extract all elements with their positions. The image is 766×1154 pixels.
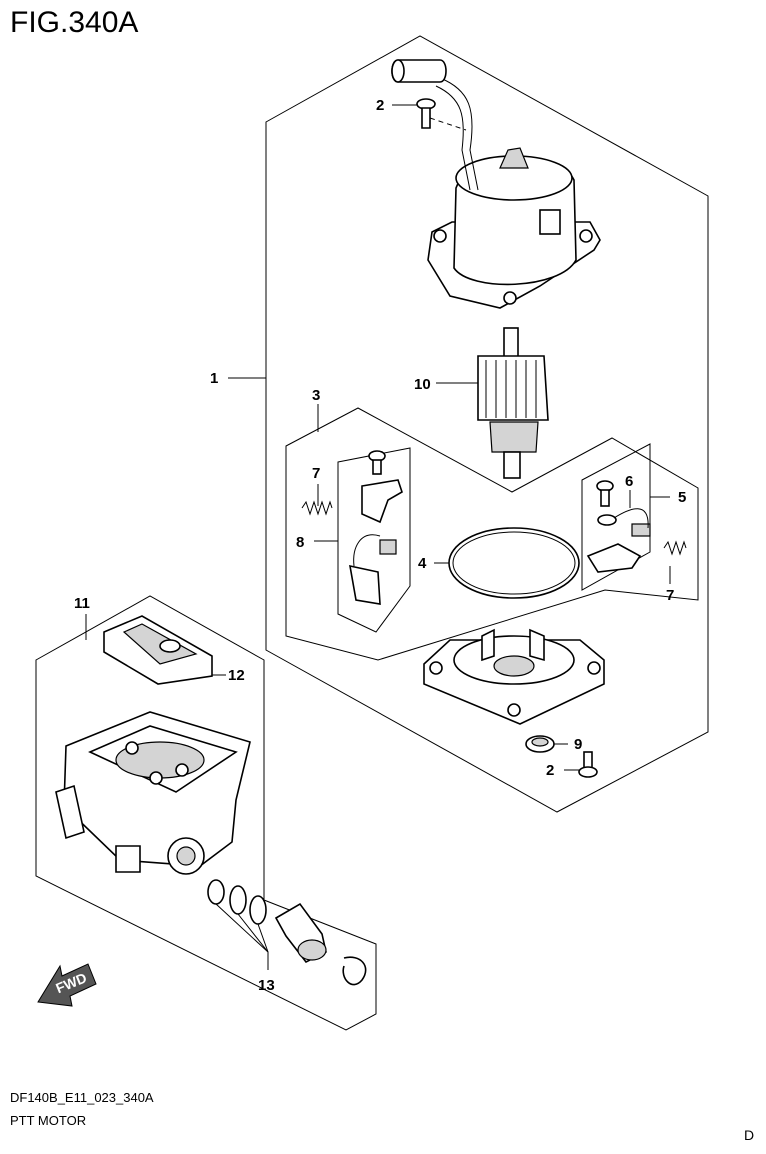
page-letter: D	[744, 1127, 755, 1143]
callout-2-bottom: 2	[546, 762, 554, 779]
callout-7-right: 7	[666, 587, 674, 604]
fwd-arrow: FWD	[37, 963, 97, 1007]
callout-1: 1	[210, 370, 218, 387]
washer-9	[525, 735, 555, 753]
brush-holder-8	[337, 447, 411, 633]
o-ring-4	[448, 527, 580, 599]
callout-8: 8	[296, 534, 304, 551]
screw-2-bottom	[578, 751, 598, 778]
callout-13: 13	[258, 977, 275, 994]
callout-3: 3	[312, 387, 320, 404]
group-1-outline	[265, 35, 709, 813]
motor-base	[423, 628, 605, 725]
callout-7-left: 7	[312, 465, 320, 482]
spring-7-right	[663, 540, 687, 556]
valve-13	[207, 879, 367, 986]
motor-cable	[391, 59, 479, 191]
callout-4: 4	[418, 555, 427, 572]
figure-title: FIG.340A	[10, 6, 139, 39]
cover-12	[103, 615, 213, 685]
motor-housing	[427, 147, 601, 309]
callout-12: 12	[228, 667, 245, 684]
callout-10: 10	[414, 376, 431, 393]
armature-10	[477, 327, 549, 479]
callout-2-top: 2	[376, 97, 384, 114]
drawing-code: DF140B_E11_023_340A	[10, 1090, 154, 1105]
group-11-outline	[35, 595, 377, 1031]
callout-9: 9	[574, 736, 582, 753]
screw-2-top	[416, 98, 467, 131]
pump-body-11	[55, 711, 251, 875]
spring-7-left	[301, 500, 333, 516]
drawing-name: PTT MOTOR	[10, 1113, 87, 1128]
group-3-outline	[285, 407, 699, 661]
callout-5: 5	[678, 489, 686, 506]
callout-6: 6	[625, 473, 633, 490]
brush-holder-5	[581, 443, 651, 591]
callout-11: 11	[74, 595, 90, 612]
